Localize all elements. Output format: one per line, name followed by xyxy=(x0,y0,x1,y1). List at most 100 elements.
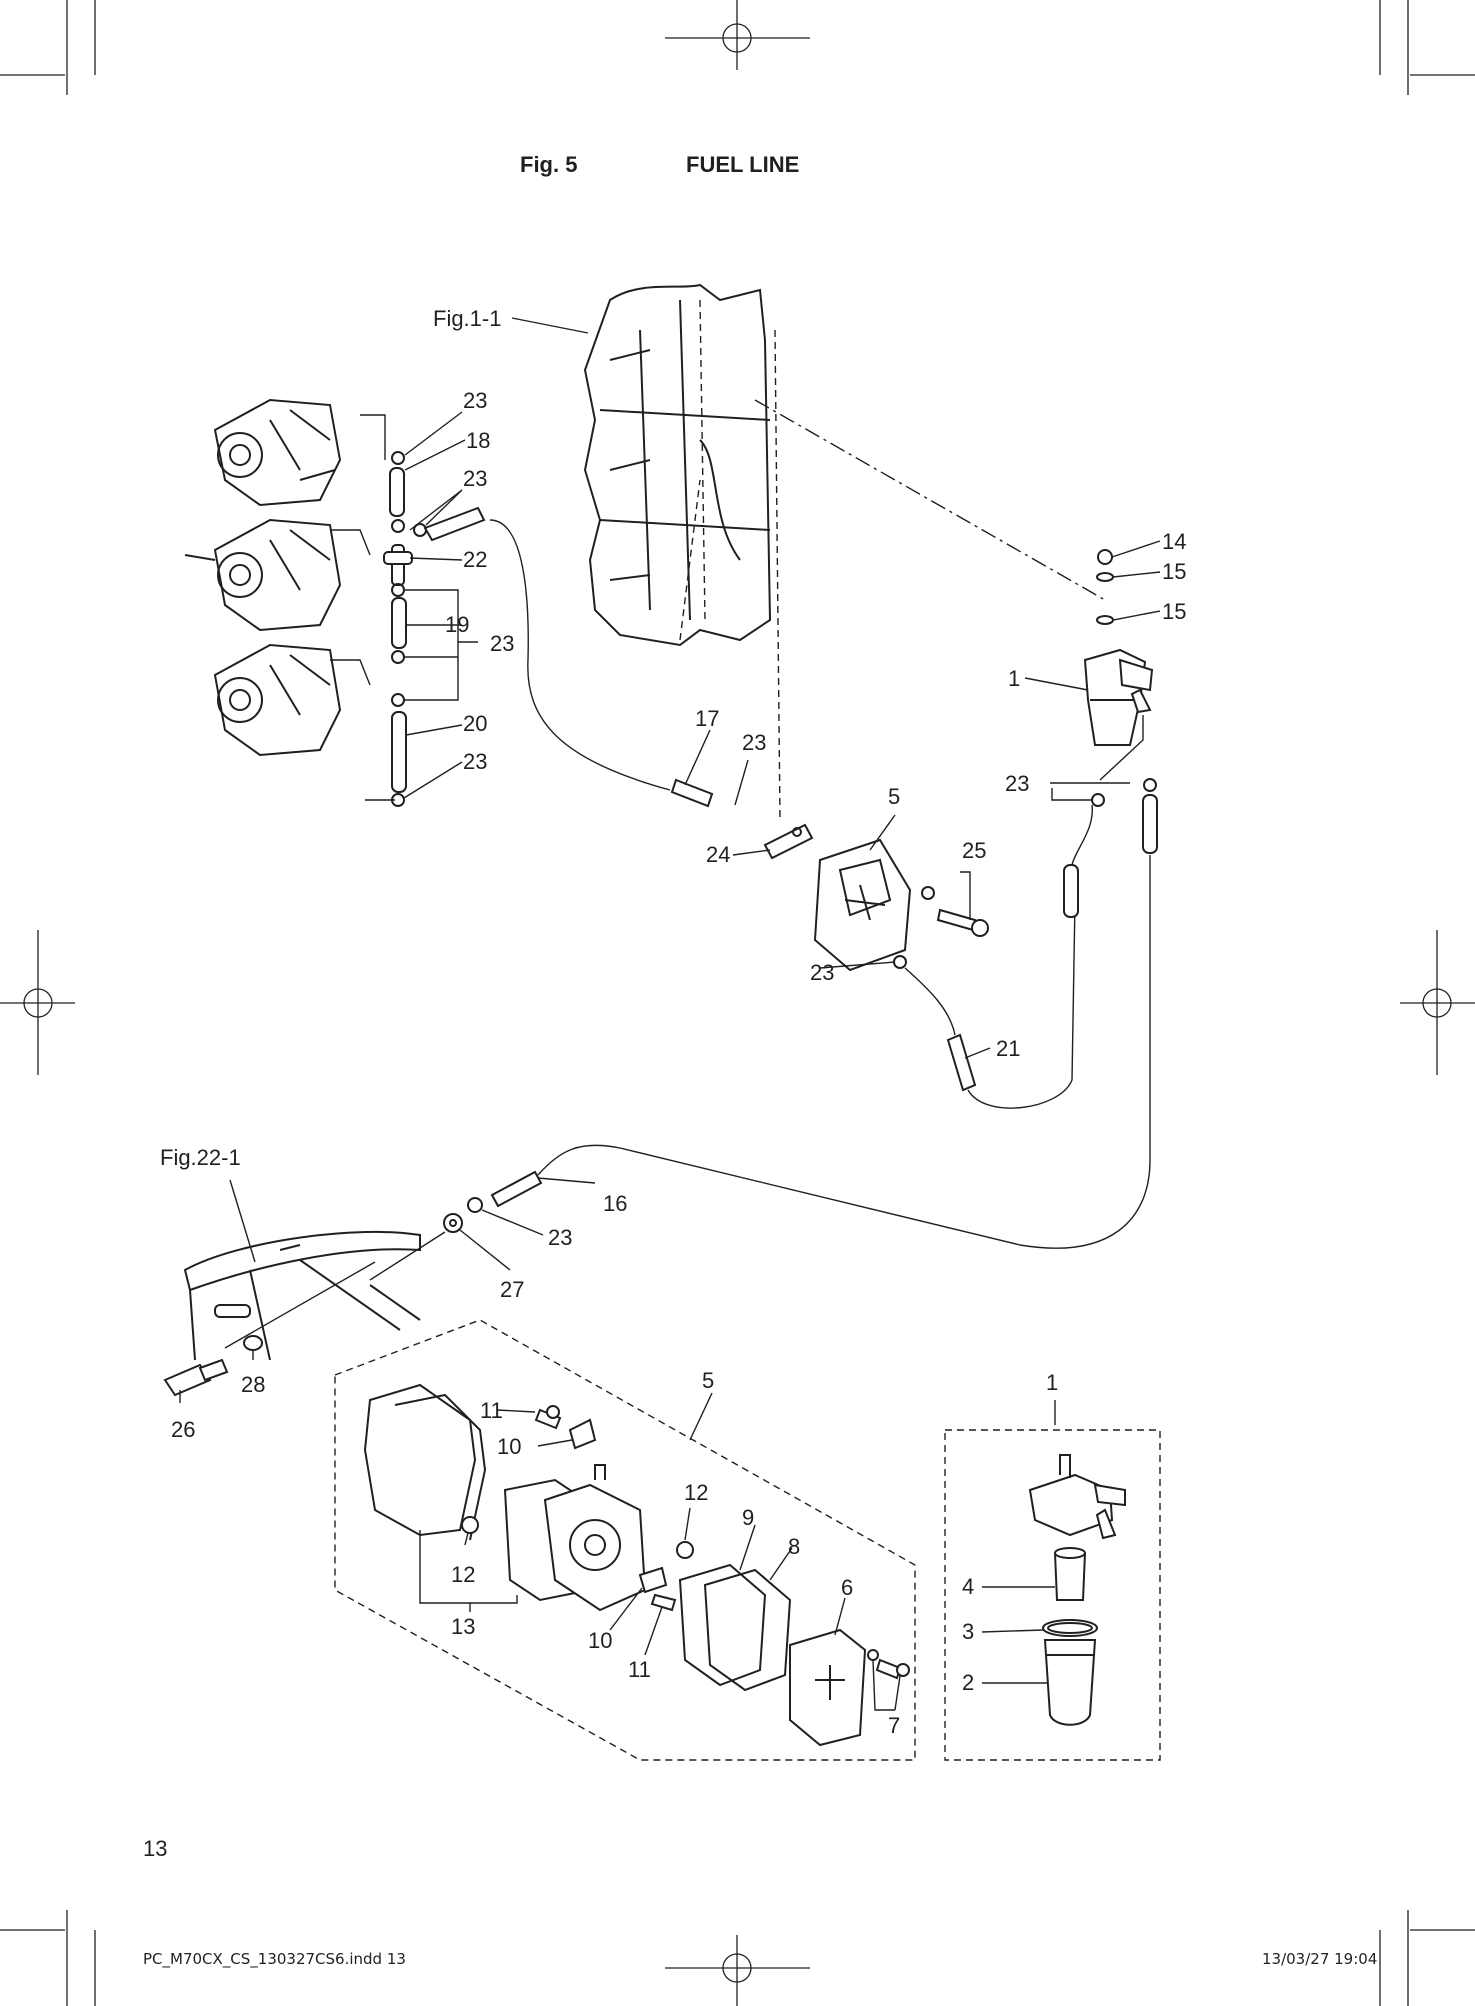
tee-joint-22 xyxy=(383,544,413,586)
clip-23-bracket xyxy=(467,1197,483,1213)
hose-20 xyxy=(391,711,407,793)
leader-fig1-1 xyxy=(511,317,589,334)
hose-joint-26 xyxy=(163,1358,229,1397)
hose-filter-right xyxy=(1142,794,1158,854)
callout-20: 20 xyxy=(463,711,487,736)
fuel-line-bracket-to-filter xyxy=(537,855,1151,1249)
engine-block-illustration xyxy=(583,283,772,647)
nut-14 xyxy=(1097,549,1113,565)
figure-number: Fig. 5 xyxy=(520,152,578,177)
filter-hoses xyxy=(1071,715,1144,866)
carburetor-bottom xyxy=(213,643,342,757)
carburetor-middle xyxy=(184,518,342,632)
callout-12: 12 xyxy=(451,1562,475,1587)
filter-cup-2 xyxy=(1043,1639,1097,1726)
nut-12-right xyxy=(676,1541,694,1559)
plate-10-lower xyxy=(638,1566,668,1594)
callout-19: 19 xyxy=(445,612,469,637)
callout-14: 14 xyxy=(1162,529,1186,554)
callout-labels: 23 18 23 22 19 23 20 23 17 23 5 24 25 23… xyxy=(171,388,1186,1738)
screw-11-upper xyxy=(534,1405,562,1430)
screw-washer-7 xyxy=(867,1649,910,1680)
callout-23: 23 xyxy=(463,749,487,774)
hose-filter-left xyxy=(1063,864,1079,918)
pump-cover-13 xyxy=(543,1464,647,1612)
callout-7: 7 xyxy=(888,1713,900,1738)
carburetor-top xyxy=(213,398,342,507)
washer-15-lower xyxy=(1096,615,1114,625)
bracket-24 xyxy=(763,823,814,860)
screw-11-lower xyxy=(650,1593,677,1612)
callout-12: 12 xyxy=(684,1480,708,1505)
timestamp-slug: 13/03/27 19:04 xyxy=(1262,1950,1378,1968)
plate-10-upper xyxy=(568,1418,597,1450)
bracket-illustration xyxy=(183,1230,421,1361)
callout-5: 5 xyxy=(702,1368,714,1393)
filter-head xyxy=(1028,1454,1126,1540)
callout-25: 25 xyxy=(962,838,986,863)
pump-body-13 xyxy=(363,1383,487,1541)
callout-10: 10 xyxy=(497,1434,521,1459)
hose-17 xyxy=(670,778,714,808)
file-name-slug: PC_M70CX_CS_130327CS6.indd 13 xyxy=(143,1950,406,1968)
cover-6 xyxy=(789,1628,867,1747)
fuel-line-pump-to-filter xyxy=(904,899,1076,1109)
callout-17: 17 xyxy=(695,706,719,731)
fuel-filter-installed xyxy=(1083,648,1154,746)
callout-9: 9 xyxy=(742,1505,754,1530)
dash-engine-to-pump xyxy=(774,329,781,821)
callout-23: 23 xyxy=(810,960,834,985)
registration-mark-top xyxy=(665,0,810,70)
hose-19 xyxy=(391,597,407,649)
filter-detail-box xyxy=(944,1429,1161,1761)
nut-27 xyxy=(443,1213,463,1233)
gasket-8 xyxy=(703,1568,792,1692)
callout-23: 23 xyxy=(1005,771,1029,796)
callout-1: 1 xyxy=(1008,666,1020,691)
callout-3: 3 xyxy=(962,1619,974,1644)
registration-mark-left xyxy=(0,930,75,1075)
filter-element-4 xyxy=(1054,1547,1086,1601)
fuel-line-carb-to-pump xyxy=(489,519,671,791)
callout-23: 23 xyxy=(463,466,487,491)
callout-23: 23 xyxy=(463,388,487,413)
leader-lines xyxy=(179,411,1161,1711)
callout-11: 11 xyxy=(628,1657,651,1682)
callout-27: 27 xyxy=(500,1277,524,1302)
callout-10: 10 xyxy=(588,1628,612,1653)
ref-label-engine: Fig.1-1 xyxy=(433,306,501,331)
callout-23: 23 xyxy=(490,631,514,656)
nut-12-left xyxy=(461,1516,479,1534)
callout-11: 11 xyxy=(480,1398,503,1423)
callout-6: 6 xyxy=(841,1575,853,1600)
callout-2: 2 xyxy=(962,1670,974,1695)
callout-26: 26 xyxy=(171,1417,195,1442)
bolt-25 xyxy=(921,886,989,937)
page-number: 13 xyxy=(143,1836,168,1861)
callout-13: 13 xyxy=(451,1614,475,1639)
hose-18 xyxy=(389,467,405,517)
callout-5: 5 xyxy=(888,784,900,809)
hose-to-pump xyxy=(423,506,486,542)
callout-21: 21 xyxy=(996,1036,1020,1061)
registration-mark-right xyxy=(1400,930,1475,1075)
diaphragm-9 xyxy=(678,1563,767,1687)
callout-28: 28 xyxy=(241,1372,265,1397)
hose-21 xyxy=(946,1033,977,1092)
callout-4: 4 xyxy=(962,1574,974,1599)
fuel-pump-installed xyxy=(813,838,912,972)
callout-23: 23 xyxy=(742,730,766,755)
callout-16: 16 xyxy=(603,1191,627,1216)
o-ring-3 xyxy=(1042,1619,1098,1637)
callout-15: 15 xyxy=(1162,559,1186,584)
clip-23-pump-out xyxy=(893,955,907,969)
chain-engine-to-filter xyxy=(754,399,1106,601)
callout-8: 8 xyxy=(788,1534,800,1559)
washer-28 xyxy=(243,1335,263,1351)
dash-bracket-fitting xyxy=(224,1231,446,1349)
callout-24: 24 xyxy=(706,842,730,867)
callout-22: 22 xyxy=(463,547,487,572)
callout-15: 15 xyxy=(1162,599,1186,624)
